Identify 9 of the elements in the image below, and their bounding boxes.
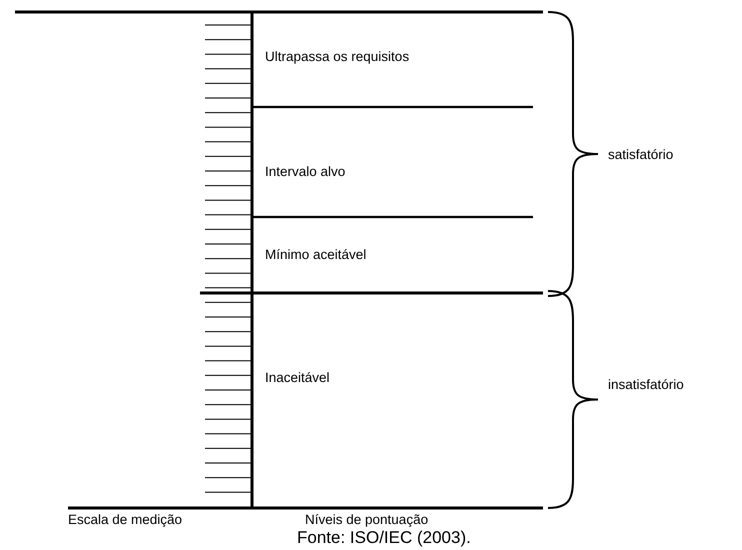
axis-label: Escala de medição (68, 512, 182, 528)
band-label: Inaceitável (265, 370, 330, 386)
band-label: Ultrapassa os requisitos (265, 49, 410, 65)
bracket-label: insatisfatório (608, 377, 684, 393)
axis-label: Níveis de pontuação (305, 512, 428, 528)
bracket-label: satisfatório (608, 147, 674, 163)
caption: Fonte: ISO/IEC (2003). (297, 528, 471, 548)
band-label: Intervalo alvo (265, 164, 346, 180)
band-label: Mínimo aceitável (265, 247, 366, 263)
